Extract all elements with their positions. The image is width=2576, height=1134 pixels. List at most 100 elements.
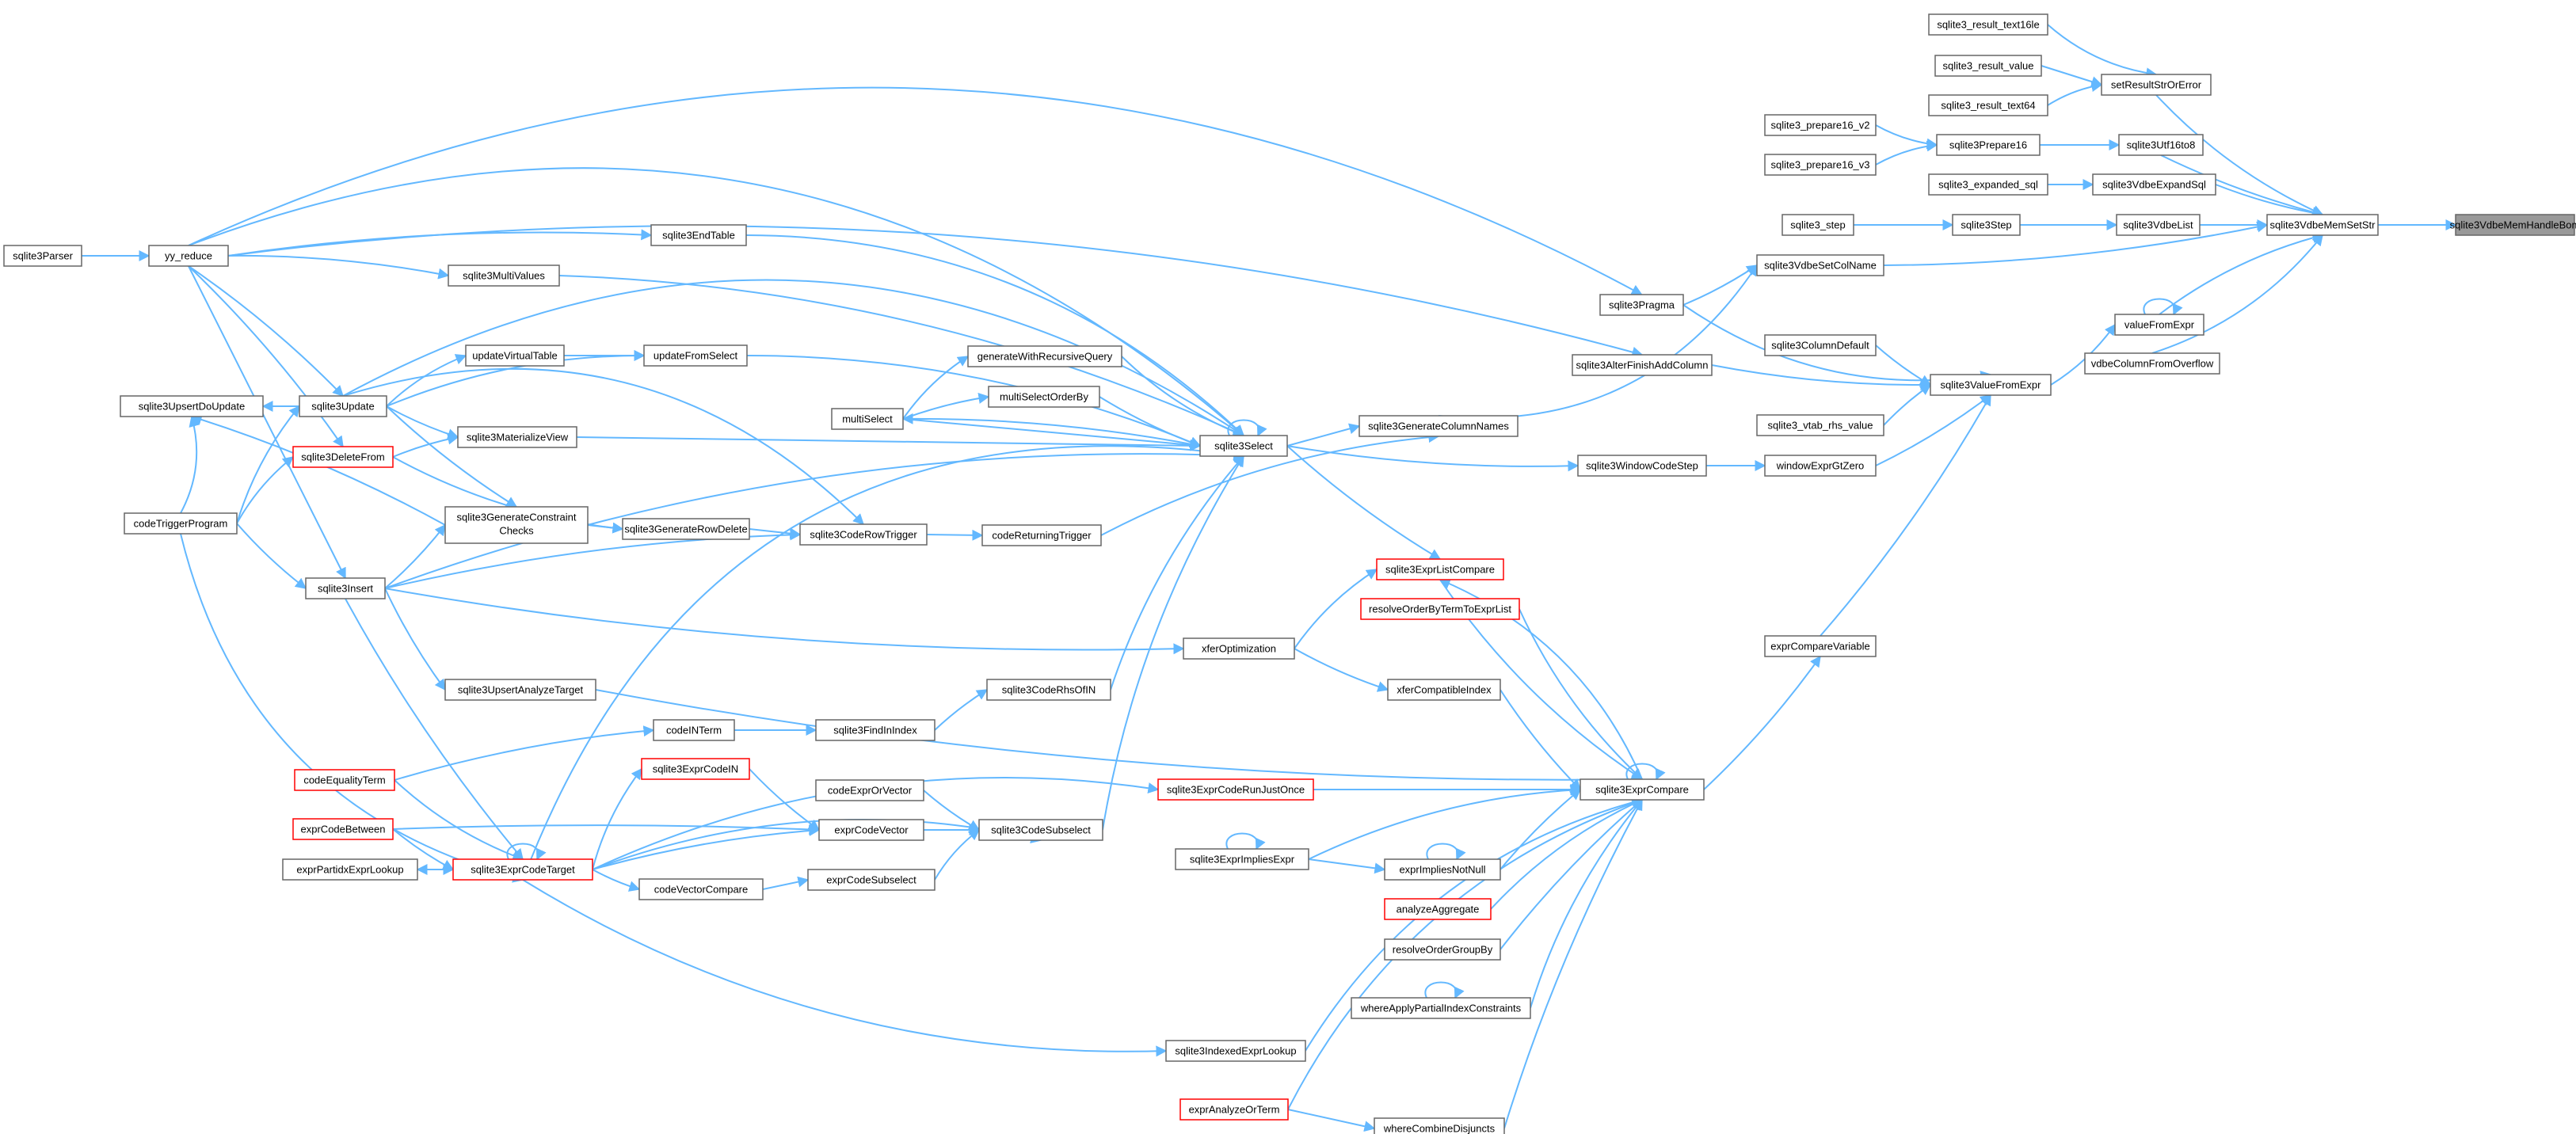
node-box — [1599, 294, 1684, 316]
node-box — [2116, 214, 2201, 236]
node-genrowdelete[interactable]: sqlite3GenerateRowDelete — [622, 518, 750, 540]
node-codeequality[interactable]: codeEqualityTerm — [294, 769, 395, 791]
node-exprlistcompare[interactable]: sqlite3ExprListCompare — [1376, 558, 1504, 580]
edge-upsertanalyze-to-exprcompare — [595, 689, 1644, 786]
node-codebetween[interactable]: exprCodeBetween — [292, 818, 394, 840]
edge-resolvegroupby-to-exprcompare — [1499, 799, 1644, 950]
node-xfercompat[interactable]: xferCompatibleIndex — [1387, 679, 1501, 701]
node-parser[interactable]: sqlite3Parser — [3, 245, 82, 267]
node-codetarget[interactable]: sqlite3ExprCodeTarget — [452, 858, 593, 881]
node-box — [1165, 1040, 1306, 1062]
node-setcolname[interactable]: sqlite3VdbeSetColName — [1756, 254, 1884, 276]
node-updatefromselect[interactable]: updateFromSelect — [643, 344, 748, 367]
node-resolveorderby[interactable]: resolveOrderByTermToExprList — [1360, 598, 1520, 620]
node-codevectorcompare[interactable]: codeVectorCompare — [638, 878, 764, 900]
edge-exprcompare-to-exprlistcompare — [1439, 578, 1643, 780]
edge-codetrigger-to-codetarget — [180, 533, 524, 883]
node-exprcodesubselect[interactable]: exprCodeSubselect — [807, 869, 936, 891]
node-alterfinish[interactable]: sqlite3AlterFinishAddColumn — [1572, 354, 1713, 376]
node-label: resolveOrderGroupBy — [1393, 943, 1493, 955]
node-value[interactable]: sqlite3_result_value — [1934, 55, 2042, 77]
node-multivalues[interactable]: sqlite3MultiValues — [448, 264, 560, 287]
node-text64[interactable]: sqlite3_result_text64 — [1928, 94, 2048, 116]
node-prepare16v3[interactable]: sqlite3_prepare16_v3 — [1764, 154, 1877, 176]
node-box — [2084, 352, 2220, 375]
edge-multiselect-to-multiorderby — [902, 393, 990, 420]
node-materializeview[interactable]: sqlite3MaterializeView — [457, 426, 577, 448]
node-codevector[interactable]: exprCodeVector — [818, 819, 924, 841]
node-valuefromexpr_s[interactable]: valueFromExpr — [2114, 314, 2204, 336]
node-deletefrom[interactable]: sqlite3DeleteFrom — [292, 446, 394, 468]
node-box — [831, 408, 904, 430]
node-vdbeexpand[interactable]: sqlite3VdbeExpandSql — [2092, 173, 2216, 196]
node-codereturning[interactable]: codeReturningTrigger — [981, 524, 1102, 546]
node-vtabrhs[interactable]: sqlite3_vtab_rhs_value — [1756, 414, 1884, 436]
edge-gencolnames-to-setcolname — [1438, 264, 1758, 419]
node-setresult[interactable]: setResultStrOrError — [2101, 74, 2212, 96]
node-exprcomparevar[interactable]: exprCompareVariable — [1764, 635, 1877, 657]
node-multiselect[interactable]: multiSelect — [831, 408, 904, 430]
node-codesubselect[interactable]: sqlite3CodeSubselect — [978, 819, 1103, 841]
node-resolvegroupby[interactable]: resolveOrderGroupBy — [1384, 938, 1501, 961]
node-vdbelist[interactable]: sqlite3VdbeList — [2116, 214, 2201, 236]
node-xferopt[interactable]: xferOptimization — [1183, 637, 1295, 660]
node-combinedisjuncts[interactable]: whereCombineDisjuncts — [1374, 1117, 1505, 1134]
node-valuefromexpr[interactable]: sqlite3ValueFromExpr — [1930, 374, 2052, 396]
node-stepi[interactable]: sqlite3Step — [1952, 214, 2021, 236]
node-wherepartial[interactable]: whereApplyPartialIndexConstraints — [1351, 997, 1531, 1019]
node-vdbecolumn[interactable]: vdbeColumnFromOverflow — [2084, 352, 2220, 375]
node-indexedlookup[interactable]: sqlite3IndexedExprLookup — [1165, 1040, 1306, 1062]
node-label: multiSelectOrderBy — [1000, 390, 1088, 402]
node-columndefault[interactable]: sqlite3ColumnDefault — [1764, 334, 1877, 356]
edge-select-to-gencolnames — [1286, 423, 1361, 447]
node-text16le[interactable]: sqlite3_result_text16le — [1928, 13, 2048, 36]
node-insert[interactable]: sqlite3Insert — [305, 577, 386, 599]
node-upsertdoupdate[interactable]: sqlite3UpsertDoUpdate — [120, 395, 264, 417]
edge-codetrigger-to-update — [236, 405, 300, 524]
node-select[interactable]: sqlite3Select — [1199, 435, 1288, 457]
node-box — [1764, 455, 1877, 477]
node-yyreduce[interactable]: yy_reduce — [148, 245, 229, 267]
edge-codetrigger-to-insert — [236, 523, 307, 589]
node-analyzeorterm[interactable]: exprAnalyzeOrTerm — [1179, 1098, 1289, 1121]
node-runjustonce[interactable]: sqlite3ExprCodeRunJustOnce — [1157, 778, 1314, 801]
node-box — [465, 344, 565, 367]
node-updatevt[interactable]: updateVirtualTable — [465, 344, 565, 367]
node-coderowtrigger[interactable]: sqlite3CodeRowTrigger — [799, 523, 928, 546]
node-endtable[interactable]: sqlite3EndTable — [650, 224, 747, 246]
node-analyzeagg[interactable]: analyzeAggregate — [1384, 898, 1492, 920]
node-memsetstr[interactable]: sqlite3VdbeMemSetStr — [2266, 214, 2379, 236]
node-codein[interactable]: codeINTerm — [653, 719, 735, 741]
node-label: sqlite3_prepare16_v2 — [1770, 119, 1869, 131]
node-label: codeVectorCompare — [654, 883, 749, 895]
node-codeexprorvector[interactable]: codeExprOrVector — [815, 779, 924, 801]
node-exprcompare[interactable]: sqlite3ExprCompare — [1580, 778, 1705, 801]
node-partidx[interactable]: exprPartidxExprLookup — [282, 858, 418, 881]
node-gencolnames[interactable]: sqlite3GenerateColumnNames — [1358, 415, 1519, 437]
node-multiorderby[interactable]: multiSelectOrderBy — [988, 386, 1100, 408]
node-exprcodein[interactable]: sqlite3ExprCodeIN — [641, 758, 750, 780]
node-update[interactable]: sqlite3Update — [299, 395, 387, 417]
node-impliesexpr[interactable]: sqlite3ExprImpliesExpr — [1175, 848, 1309, 870]
node-prepare16[interactable]: sqlite3Prepare16 — [1936, 134, 2041, 156]
node-root[interactable]: sqlite3VdbeMemHandleBom — [2450, 214, 2576, 236]
node-windowzero[interactable]: windowExprGtZero — [1764, 455, 1877, 477]
node-step[interactable]: sqlite3_step — [1781, 214, 1854, 236]
node-genconstraint[interactable]: sqlite3GenerateConstraint Checkssqlite3G… — [444, 506, 589, 544]
node-windowstep[interactable]: sqlite3WindowCodeStep — [1577, 455, 1707, 477]
node-expanded[interactable]: sqlite3_expanded_sql — [1928, 173, 2048, 196]
node-prepare16v2[interactable]: sqlite3_prepare16_v2 — [1764, 114, 1877, 136]
node-coderhsofin[interactable]: sqlite3CodeRhsOfIN — [986, 679, 1111, 701]
node-box — [282, 858, 418, 881]
node-recursive[interactable]: generateWithRecursiveQuery — [967, 345, 1122, 367]
edge-yyreduce-to-pragma — [188, 86, 1643, 295]
node-label: codeEqualityTerm — [303, 774, 385, 786]
self-loop-codetarget — [506, 843, 547, 861]
node-findinindex[interactable]: sqlite3FindInIndex — [815, 719, 936, 741]
node-pragma[interactable]: sqlite3Pragma — [1599, 294, 1684, 316]
node-box — [818, 819, 924, 841]
node-codetrigger[interactable]: codeTriggerProgram — [124, 512, 238, 535]
node-upsertanalyze[interactable]: sqlite3UpsertAnalyzeTarget — [444, 679, 596, 701]
node-utf16to8[interactable]: sqlite3Utf16to8 — [2118, 134, 2204, 156]
node-impliesnotnull[interactable]: exprImpliesNotNull — [1384, 858, 1501, 881]
